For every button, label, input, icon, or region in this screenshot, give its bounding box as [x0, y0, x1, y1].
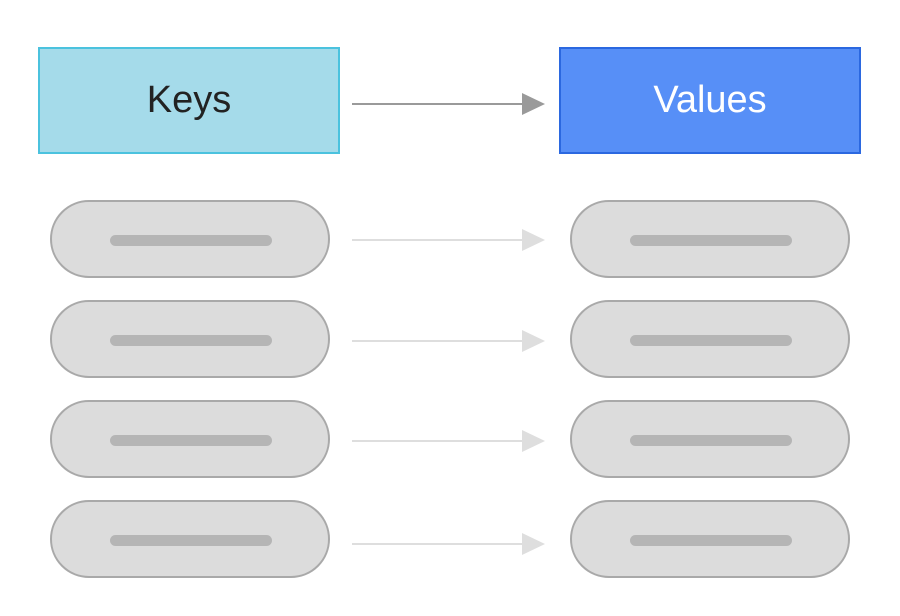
- key-placeholder-bar: [110, 335, 272, 346]
- key-placeholder-bar: [110, 535, 272, 546]
- key-placeholder-bar: [110, 235, 272, 246]
- value-placeholder-pill: [570, 300, 850, 378]
- value-placeholder-bar: [630, 235, 792, 246]
- value-placeholder-bar: [630, 535, 792, 546]
- key-placeholder-bar: [110, 435, 272, 446]
- row-arrow-head: [522, 430, 545, 452]
- value-placeholder-bar: [630, 335, 792, 346]
- header-arrow: [352, 93, 545, 115]
- keys-header-box: Keys: [38, 47, 340, 154]
- key-placeholder-pill: [50, 200, 330, 278]
- header-arrow-head: [522, 93, 545, 115]
- row-arrow-head: [522, 229, 545, 251]
- value-placeholder-pill: [570, 400, 850, 478]
- row-arrow: [352, 533, 545, 555]
- row-arrow-head: [522, 533, 545, 555]
- key-placeholder-pill: [50, 300, 330, 378]
- keys-header-label: Keys: [146, 79, 232, 121]
- row-arrow: [352, 430, 545, 452]
- key-placeholder-pill: [50, 400, 330, 478]
- value-placeholder-pill: [570, 500, 850, 578]
- row-arrow: [352, 229, 545, 251]
- row-arrow: [352, 330, 545, 352]
- value-placeholder-pill: [570, 200, 850, 278]
- row-arrow-head: [522, 330, 545, 352]
- values-header-box: Values: [559, 47, 861, 154]
- value-placeholder-bar: [630, 435, 792, 446]
- values-header-label: Values: [653, 79, 767, 121]
- key-placeholder-pill: [50, 500, 330, 578]
